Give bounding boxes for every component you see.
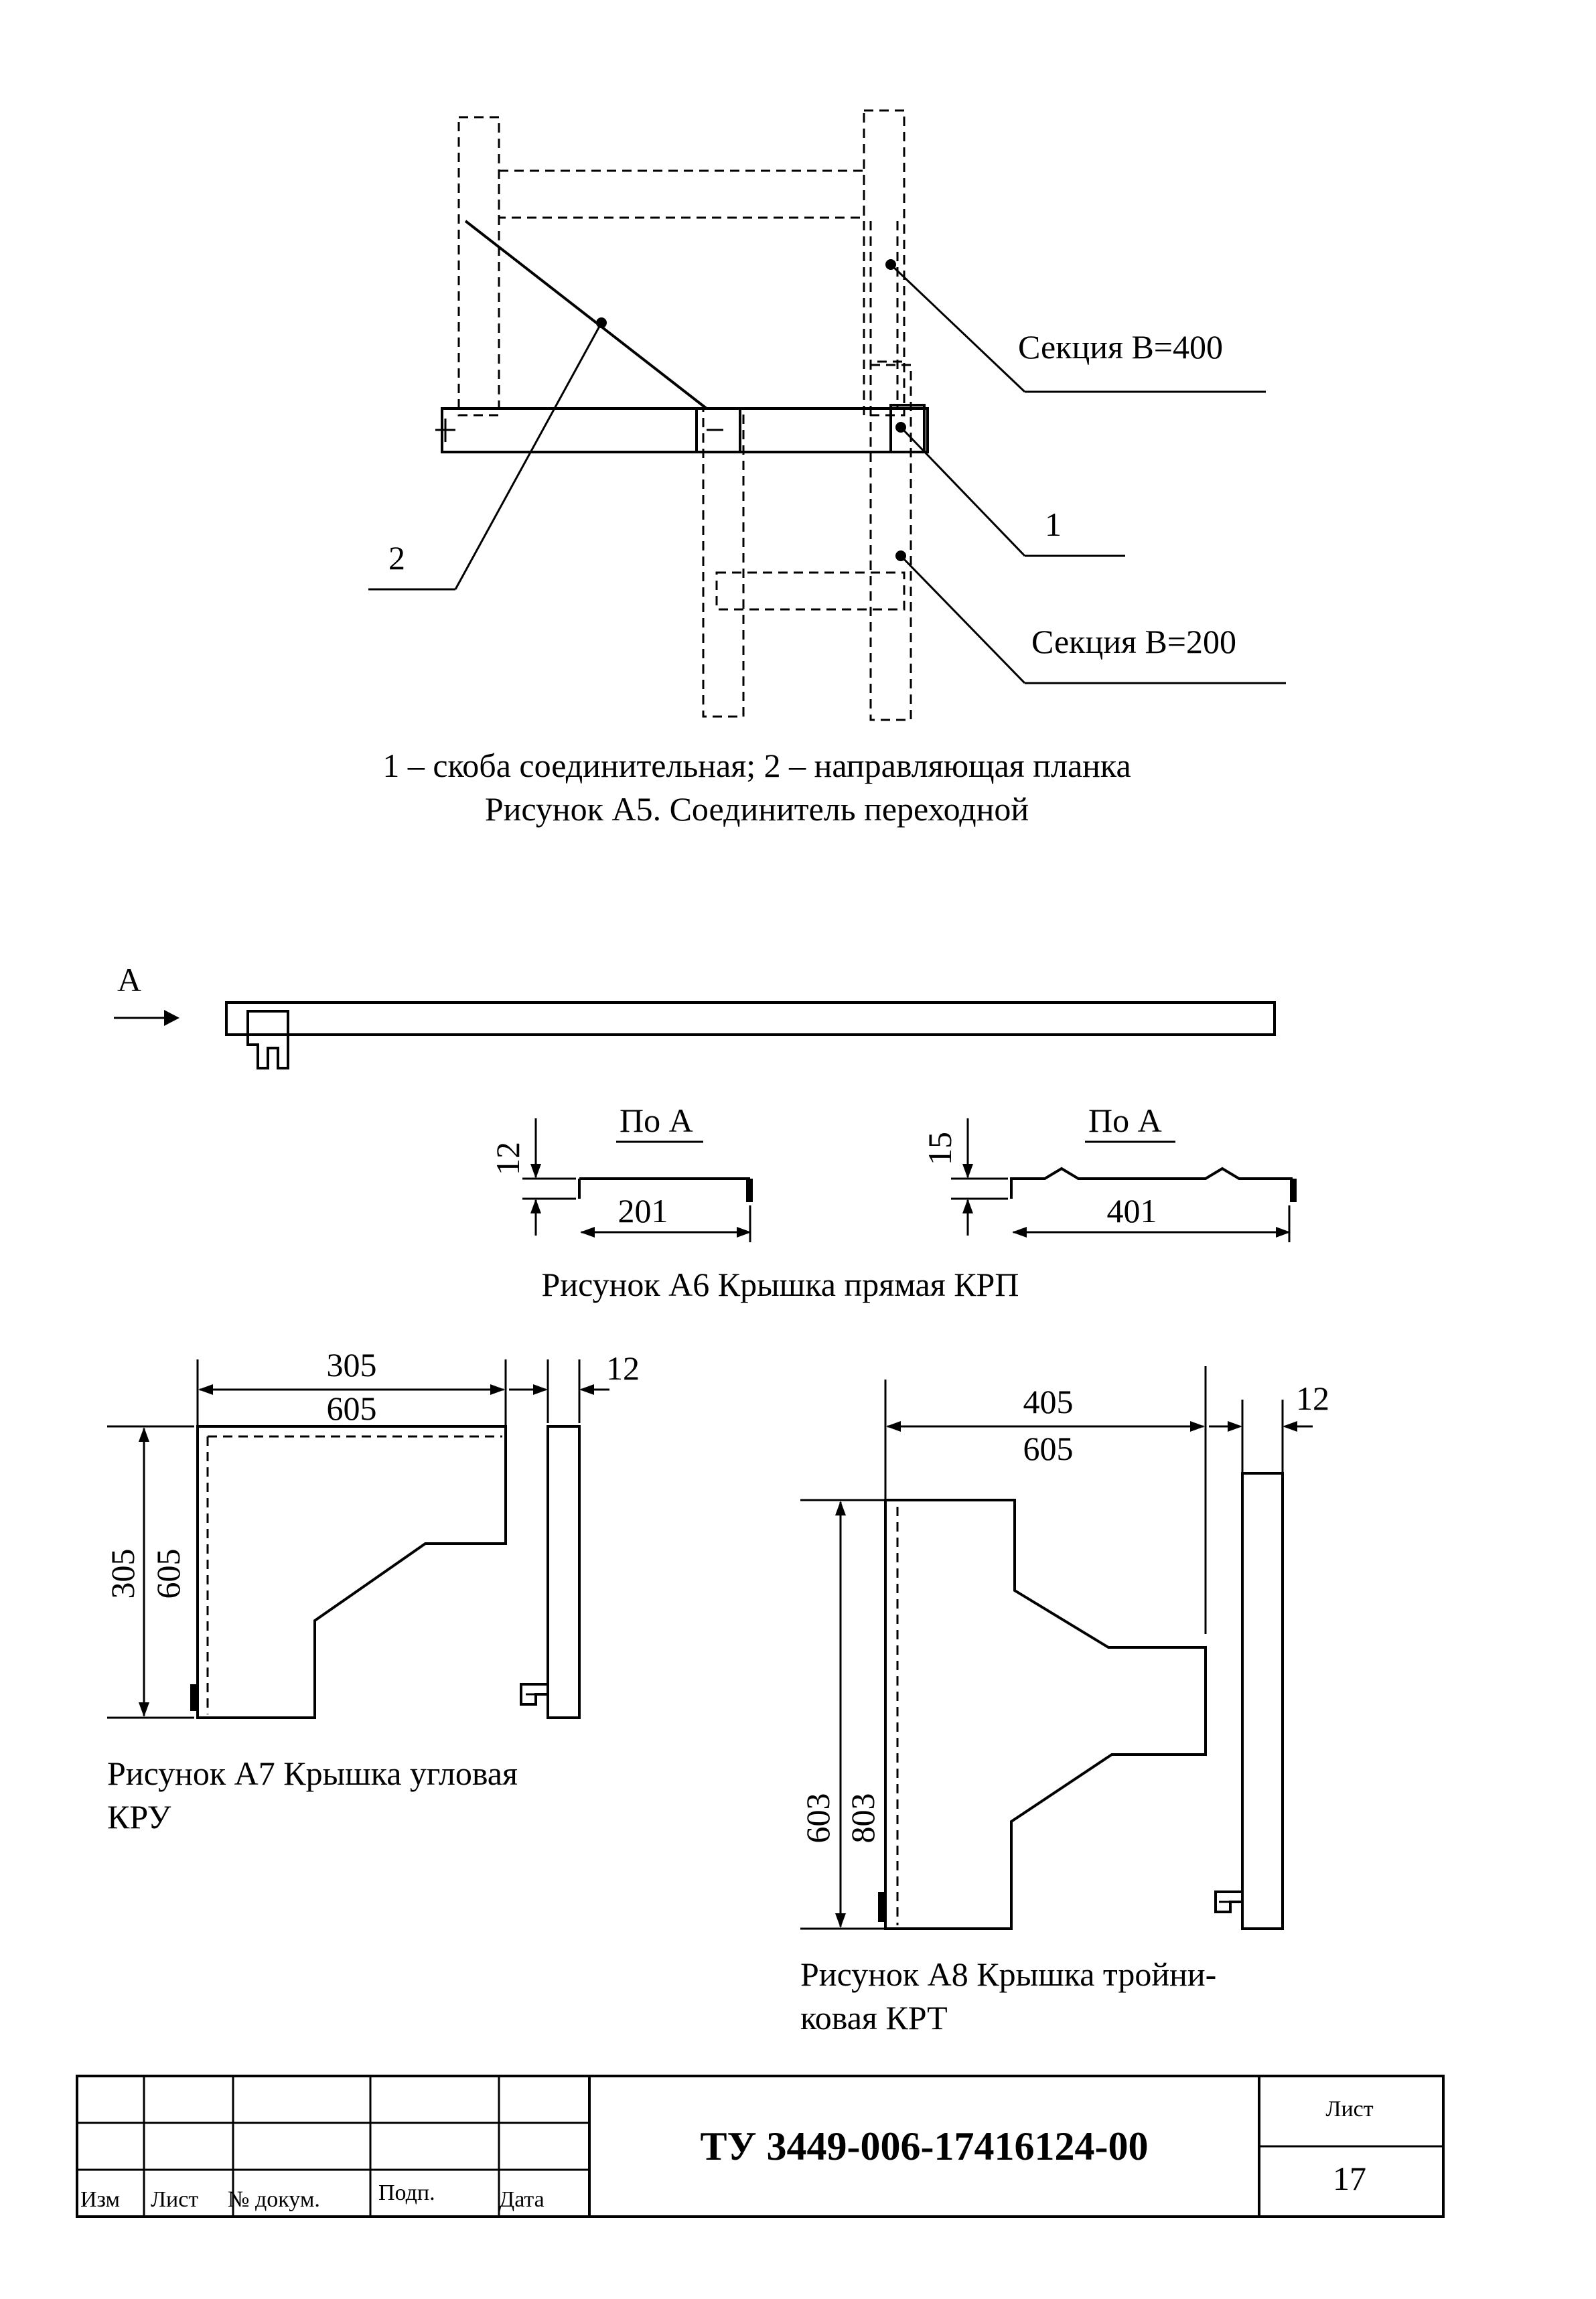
figure-a6-caption: Рисунок А6 Крышка прямая КРП [542, 1266, 1019, 1303]
dim-a8-thickness: 12 [1296, 1380, 1329, 1417]
cover-side-view [225, 1001, 1276, 1069]
dim-a8-side-2: 803 [844, 1793, 881, 1844]
title-block: Изм Лист № докум. Подп. Дата ТУ 3449-006… [76, 2075, 1445, 2218]
dim-right-width: 401 [1107, 1192, 1157, 1230]
dim-a7-side-2: 605 [149, 1549, 187, 1599]
figure-a5-connector: Секция В=400 1 Секция В=200 2 1 – скоба … [368, 109, 1286, 828]
figure-a8-tee-cover: 405 605 12 603 803 Рисунок А8 Крышка тро… [799, 1366, 1329, 2036]
dim-a8-top-2: 605 [1023, 1430, 1074, 1467]
view-right-label: По А [1088, 1102, 1162, 1139]
title-col-date: Дата [499, 2187, 545, 2212]
title-col-sign: Подп. [378, 2180, 435, 2205]
dim-a8-side-1: 603 [799, 1793, 837, 1844]
leader-section-b200 [895, 550, 1286, 684]
section-b400-outline [457, 109, 905, 417]
figure-a7-caption-line1: Рисунок А7 Крышка угловая [107, 1755, 518, 1792]
title-col-list: Лист [151, 2187, 198, 2212]
figure-a8-caption-line2: ковая КРТ [800, 1999, 948, 2036]
label-section-b200: Секция В=200 [1031, 623, 1236, 660]
dim-right-height: 15 [921, 1132, 958, 1165]
dim-a8-top-1: 405 [1023, 1383, 1074, 1420]
sheet-label: Лист [1325, 2097, 1373, 2122]
dim-a7-thickness: 12 [606, 1349, 640, 1387]
title-col-doc: № докум. [228, 2187, 320, 2212]
figure-a6-straight-cover: А По А 12 201 [114, 961, 1297, 1303]
label-1: 1 [1045, 506, 1062, 543]
dim-a7-top-2: 605 [327, 1390, 377, 1427]
figure-a8-caption-line1: Рисунок А8 Крышка тройни- [800, 1955, 1216, 1993]
sheet-number: 17 [1333, 2160, 1366, 2197]
connector-bar [435, 404, 929, 453]
view-arrow-label: А [117, 961, 141, 998]
figure-a5-legend: 1 – скоба соединительная; 2 – направляющ… [382, 747, 1131, 784]
dim-left-height: 12 [489, 1142, 526, 1175]
figure-a7-caption-line2: КРУ [107, 1798, 171, 1836]
a8-side-view [1214, 1472, 1284, 1930]
title-col-izm: Изм [80, 2187, 120, 2212]
section-b200-outline [702, 360, 912, 721]
leader-1 [895, 422, 1125, 557]
view-arrow [114, 1010, 179, 1026]
label-section-b400: Секция В=400 [1018, 328, 1223, 366]
guide-strip [464, 220, 708, 410]
view-left-label: По А [620, 1102, 693, 1139]
a7-side-view [520, 1425, 581, 1719]
dim-a7-side-1: 305 [104, 1549, 141, 1599]
doc-code: ТУ 3449-006-17416124-00 [701, 2124, 1149, 2168]
profile-right [951, 1118, 1297, 1242]
dim-a7-top-1: 305 [327, 1346, 377, 1384]
figure-a5-caption: Рисунок А5. Соединитель переходной [485, 790, 1029, 828]
figure-a7-corner-cover: 305 605 12 305 605 Рисунок А7 Крышка угл… [104, 1346, 640, 1836]
label-2: 2 [388, 539, 405, 577]
a7-plan-outline [196, 1425, 507, 1719]
a8-plan-outline [884, 1499, 1207, 1930]
profile-left [522, 1118, 753, 1242]
leader-2 [368, 317, 607, 591]
leader-section-b400 [885, 259, 1266, 393]
dim-left-width: 201 [618, 1192, 668, 1230]
